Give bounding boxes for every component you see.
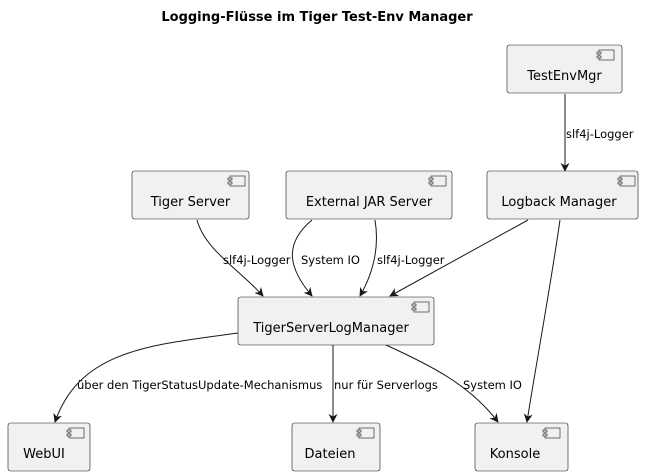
node-label-tiger-server: Tiger Server [150,195,231,210]
edge-logback-konsole [523,219,561,423]
component-icon [227,175,246,187]
node-external-jar-server[interactable]: External JAR Server [285,170,453,220]
edge-label-jar-logmanager-slf4j: slf4j-Logger [377,253,445,267]
node-dateien[interactable]: Dateien [291,422,381,472]
component-icon [596,49,615,61]
edge-label-jar-logmanager-sysio: System IO [301,253,360,267]
node-label-konsole: Konsole [490,447,540,462]
node-logback-manager[interactable]: Logback Manager [486,170,639,220]
edge-label-logmanager-konsole: System IO [463,378,522,392]
node-label-tigerserverlogmanager: TigerServerLogManager [252,321,409,336]
node-tiger-server[interactable]: Tiger Server [131,170,250,220]
edge-jar-logmanager-sysio [292,219,313,297]
component-icon [428,175,447,187]
edge-tiger-logmanager [196,219,264,297]
node-tigerserverlogmanager[interactable]: TigerServerLogManager [237,296,435,346]
nodes: TestEnvMgr Tiger Server External JAR Ser… [7,44,639,472]
node-webui[interactable]: WebUI [7,422,91,472]
component-icon [411,301,430,313]
node-label-webui: WebUI [23,447,65,462]
edges: slf4j-Logger slf4j-Logger System IO slf4… [53,94,634,423]
edge-label-tiger-logmanager: slf4j-Logger [223,253,291,267]
node-label-external-jar-server: External JAR Server [306,195,433,210]
component-icon [542,427,561,439]
edge-logback-logmanager [389,219,529,297]
component-icon [66,427,85,439]
node-konsole[interactable]: Konsole [474,422,569,472]
component-icon [356,427,375,439]
edge-label-logmanager-dateien: nur für Serverlogs [334,378,438,392]
edge-label-logmanager-webui: über den TigerStatusUpdate-Mechanismus [77,378,322,392]
edge-logmanager-webui [53,332,239,423]
node-label-dateien: Dateien [305,447,356,462]
component-icon [617,175,636,187]
node-testenvmgr[interactable]: TestEnvMgr [506,44,623,94]
edge-logmanager-konsole [385,344,499,423]
edge-label-testenvmgr-logback: slf4j-Logger [566,127,634,141]
diagram-title: Logging-Flüsse im Tiger Test-Env Manager [161,10,473,25]
edge-jar-logmanager-slf4j [359,219,378,297]
node-label-logback-manager: Logback Manager [501,195,617,210]
node-label-testenvmgr: TestEnvMgr [526,69,602,84]
